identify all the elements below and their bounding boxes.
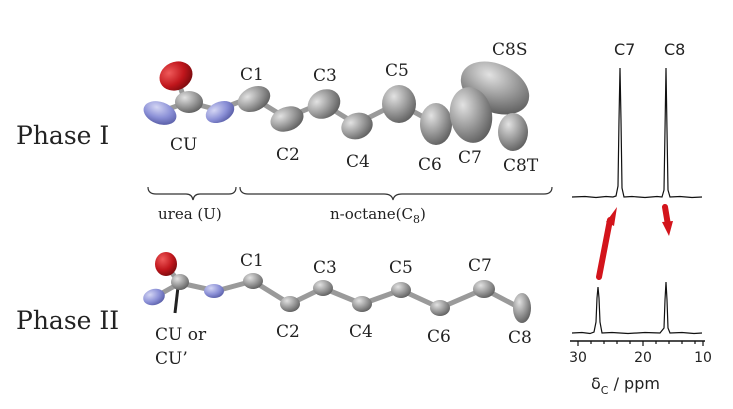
phase-1-label-c6: C6 [418,155,442,175]
phase-1-label-c2: C2 [276,145,300,165]
phase-2-c6-atom [430,300,450,316]
phase-1-label-c7: C7 [458,148,482,168]
phase-2-label-c1: C1 [240,251,264,271]
phase-2-label-c5: C5 [389,258,413,278]
phase-1-label-c4: C4 [346,152,370,172]
phase-1-oxygen-atom [159,61,193,91]
phase-1-nitrogen-atom-right [205,100,235,124]
phase-1-c7-atom [449,87,493,143]
spectrum-trace-phase-1 [571,67,703,199]
tick-label-30: 30 [569,350,587,366]
phase-1-c8t-atom [498,113,528,151]
peak-label-c7: C7 [614,40,635,59]
phase-1-nitrogen-atom-left [143,101,177,125]
phase-2-label-c4: C4 [349,322,373,342]
tick-label-10: 10 [694,350,712,366]
phase-1-c2-atom [270,106,304,132]
phase-2-c1-atom [243,273,263,289]
nmr-spectrum-panel: C7 C8 30 20 10 δC / ppm [569,40,712,397]
phase-2-label-c2: C2 [276,322,300,342]
phase-2-c7-atom [473,280,495,298]
phase-2-c4-atom [352,296,372,312]
tick-label-20: 20 [634,350,652,366]
phase-1-c4-atom [341,112,373,140]
phase-2-oxygen-atom [155,252,177,276]
urea-brace-label: urea (U) [158,205,222,223]
phase-2-label-c8: C8 [508,328,532,348]
phase-2-cu-atom [171,274,189,290]
peak-label-c8: C8 [664,40,685,59]
urea-brace [147,186,237,201]
phase-2-label: Phase II [16,306,119,335]
octane-brace-label: n-octane(C8) [330,205,426,226]
phase-2-label-c6: C6 [427,327,451,347]
phase-2-c5-atom [391,282,411,298]
phase-2-c2-atom [280,296,300,312]
phase-1-label-c3: C3 [313,66,337,86]
phase-1-cu-atom [175,91,203,113]
phase-1-label-c5: C5 [385,61,409,81]
shift-arrow-c7 [596,217,613,280]
phase-2-c3-atom [313,280,333,296]
phase-1-c5-atom [382,85,416,123]
phase-1-label-c8s: C8S [492,40,527,60]
phase-2-label-c7: C7 [468,256,492,276]
phase-2-nitrogen-atom-left [143,288,165,306]
phase-2-nitrogen-atom-right [204,284,224,298]
phase-1-c3-atom [307,89,341,119]
phase-1-c1-atom [237,85,271,113]
shift-arrow-c8-head [662,221,673,236]
ppm-axis-title: δC / ppm [591,374,660,397]
phase-1-label: Phase I [16,121,109,150]
octane-brace [239,186,553,201]
phase-1-molecule: CU C1 C2 C3 C4 C5 C6 C7 C8S C8T [143,40,539,176]
phase-2-molecule: CU or CU’ C1 C2 C3 C4 C5 C6 C7 C8 [143,251,532,369]
phase-1-label-cu: CU [170,135,197,155]
phase-2-label-cu-line2: CU’ [155,349,188,369]
phase-1-label-c1: C1 [240,65,264,85]
shift-arrow-c7-head [606,207,617,226]
phase-2-c8-atom [513,293,531,323]
spectrum-trace-phase-2 [571,281,703,335]
phase-1-c6-atom [420,103,452,145]
phase-1-label-c8t: C8T [503,156,539,176]
phase-2-label-c3: C3 [313,258,337,278]
phase-2-label-cu-line1: CU or [155,325,207,345]
